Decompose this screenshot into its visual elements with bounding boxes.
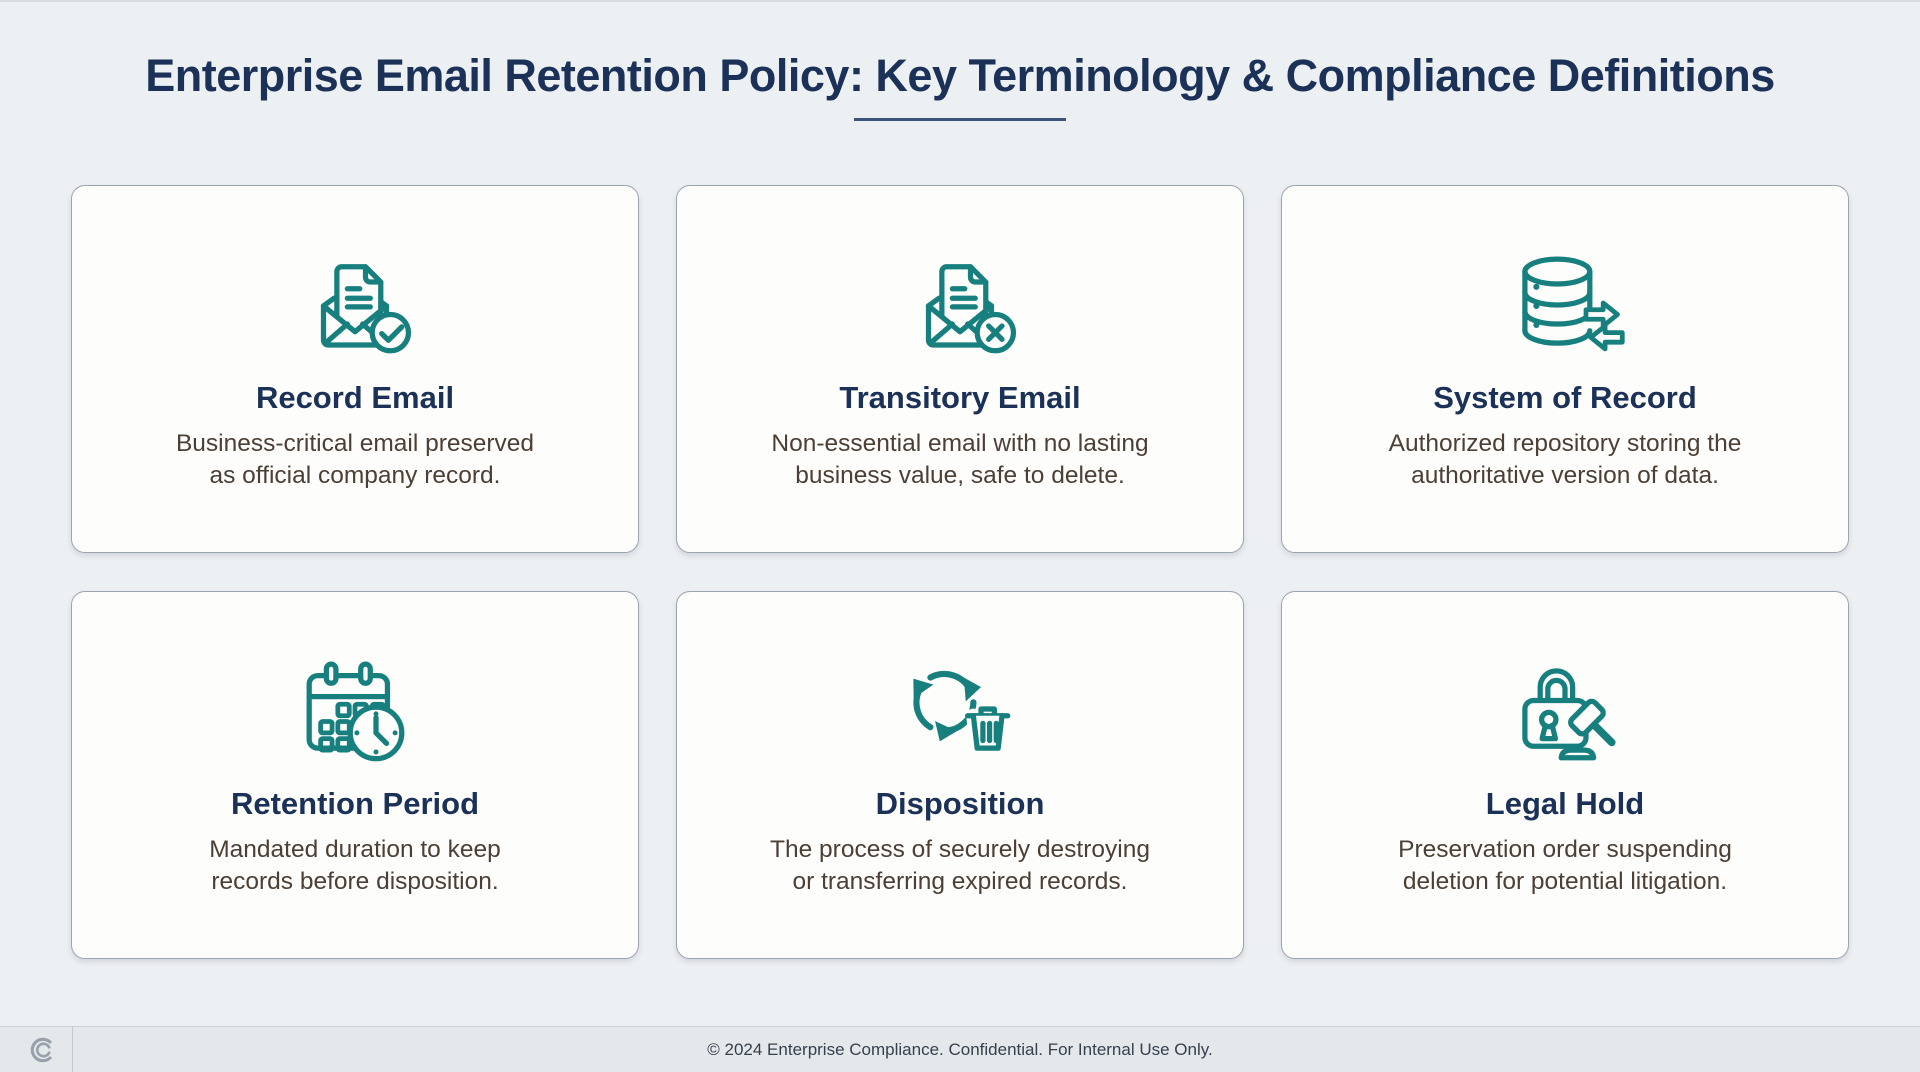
card-description: Preservation order suspending deletion f…: [1398, 836, 1732, 895]
card-title: System of Record: [1433, 380, 1697, 416]
card-description: Non-essential email with no lasting busi…: [771, 430, 1149, 489]
card-transitory-email: Transitory Email Non-essential email wit…: [676, 185, 1244, 553]
page-title: Enterprise Email Retention Policy: Key T…: [145, 50, 1775, 101]
envelope-document-x-icon: [897, 246, 1023, 362]
card-title: Retention Period: [230, 786, 479, 822]
card-description: Business-critical email preserved as off…: [175, 430, 535, 489]
card-description: Mandated duration to keep records before…: [209, 836, 501, 895]
card-title: Record Email: [255, 380, 455, 416]
card-record-email: Record Email Business-critical email pre…: [71, 185, 639, 553]
card-legal-hold: Legal Hold Preservation order suspending…: [1281, 591, 1849, 959]
header: Enterprise Email Retention Policy: Key T…: [0, 0, 1920, 121]
card-system-of-record: System of Record Authorized repository s…: [1281, 185, 1849, 553]
card-description: Authorized repository storing the author…: [1388, 430, 1742, 489]
calendar-clock-icon: [292, 652, 418, 768]
envelope-document-check-icon: [292, 246, 418, 362]
cards-grid: Record Email Business-critical email pre…: [71, 185, 1849, 959]
lock-gavel-icon: [1502, 652, 1628, 768]
page-top-edge: [0, 0, 1920, 2]
recycle-trash-icon: [897, 652, 1023, 768]
card-title: Legal Hold: [1485, 786, 1645, 822]
card-title: Disposition: [875, 786, 1045, 822]
card-disposition: Disposition The process of securely dest…: [676, 591, 1244, 959]
card-description: The process of securely destroying or tr…: [770, 836, 1150, 895]
footer-divider: [72, 1027, 73, 1072]
double-c-logo-icon: [26, 1034, 58, 1066]
copyright-text: © 2024 Enterprise Compliance. Confidenti…: [707, 1039, 1213, 1059]
footer: © 2024 Enterprise Compliance. Confidenti…: [0, 1026, 1920, 1072]
card-title: Transitory Email: [839, 380, 1081, 416]
title-underline: [854, 118, 1066, 121]
card-retention-period: Retention Period Mandated duration to ke…: [71, 591, 639, 959]
database-sync-arrows-icon: [1502, 246, 1628, 362]
